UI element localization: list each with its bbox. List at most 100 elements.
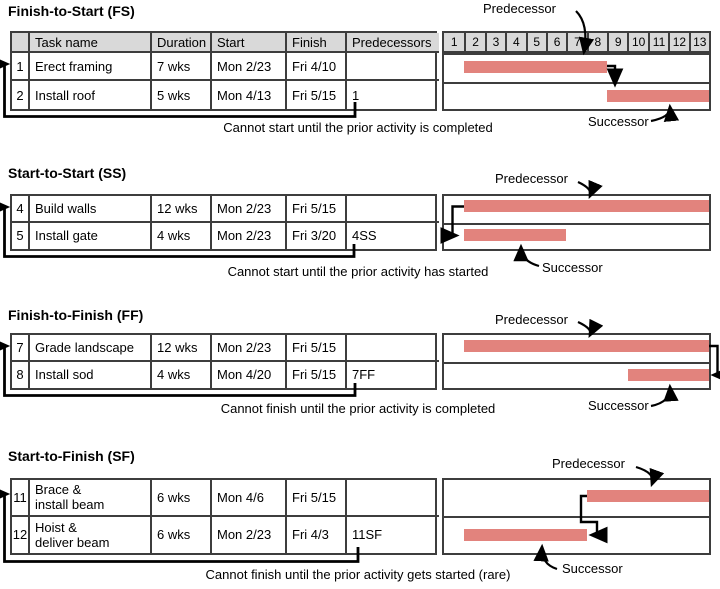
gantt-bar-predecessor [464,200,709,212]
task-finish: Fri 5/15 [287,361,347,388]
gantt-bar-successor [627,369,709,381]
week-number: 6 [545,33,566,51]
task-finish: Fri 4/3 [287,516,347,553]
column-header: Start [212,33,287,53]
row-divider [444,516,709,518]
row-divider [444,82,709,84]
gantt-bar-predecessor [464,61,608,73]
task-predecessors: 1 [352,87,360,103]
task-predecessors [347,53,439,81]
column-header: Predecessors [347,33,439,53]
task-start: Mon 4/6 [212,480,287,517]
week-number: 7 [566,33,586,51]
task-id: 5 [12,222,30,249]
task-start: Mon 4/13 [212,81,287,109]
predecessor-label: Predecessor [495,171,568,186]
task-finish: Fri 4/10 [287,53,347,81]
task-name: Install gate [30,222,152,249]
task-predecessors [347,335,439,362]
task-duration: 4 wks [152,361,212,388]
task-name: Hoist & deliver beam [30,516,152,553]
task-start: Mon 2/23 [212,222,287,249]
task-table-ff: 7 Grade landscape 12 wks Mon 2/23 Fri 5/… [10,333,439,390]
task-id: 8 [12,361,30,388]
predecessor-label: Predecessor [483,1,556,16]
task-finish: Fri 5/15 [287,81,347,109]
gantt-bar-successor [607,90,709,102]
week-number: 2 [464,33,484,51]
row-divider [444,223,709,225]
task-finish: Fri 5/15 [287,480,347,517]
row-divider [444,362,709,364]
week-header: 1 2 3 4 5 6 7 8 9 10 11 12 13 [442,31,711,53]
week-number: 8 [586,33,607,51]
task-start: Mon 4/20 [212,361,287,388]
week-number: 3 [484,33,505,51]
successor-label: Successor [588,114,649,129]
week-number: 4 [505,33,525,51]
task-duration: 12 wks [152,196,212,223]
successor-label: Successor [588,398,649,413]
column-header: Task name [30,33,152,53]
caption-ff: Cannot finish until the prior activity i… [220,401,496,416]
task-duration: 6 wks [152,480,212,517]
week-number: 9 [607,33,627,51]
section-title-fs: Finish-to-Start (FS) [8,3,135,19]
task-table-ss: 4 Build walls 12 wks Mon 2/23 Fri 5/15 5… [10,194,439,251]
task-predecessors [347,196,439,223]
week-number: 10 [627,33,647,51]
section-title-ff: Finish-to-Finish (FF) [8,307,144,323]
task-table-sf: 11 Brace & install beam 6 wks Mon 4/6 Fr… [10,478,439,555]
task-predecessors [347,480,439,517]
column-header: Finish [287,33,347,53]
successor-label: Successor [542,260,603,275]
week-number: 5 [525,33,546,51]
week-number: 1 [450,35,458,49]
task-name: Install sod [30,361,152,388]
caption-ss: Cannot start until the prior activity ha… [227,264,489,279]
task-duration: 7 wks [152,53,212,81]
task-id: 2 [12,81,30,109]
task-name: Grade landscape [30,335,152,362]
task-id: 1 [12,53,30,81]
gantt-bar-successor [464,529,587,541]
predecessor-label: Predecessor [552,456,625,471]
column-header [12,33,30,53]
task-table-fs: Task name Duration Start Finish Predeces… [10,31,439,111]
task-start: Mon 2/23 [212,516,287,553]
task-duration: 6 wks [152,516,212,553]
task-finish: Fri 3/20 [287,222,347,249]
section-title-sf: Start-to-Finish (SF) [8,448,135,464]
task-id: 12 [12,516,30,553]
week-number: 13 [688,33,709,51]
task-name: Brace & install beam [30,480,152,517]
gantt-bar-predecessor [464,340,709,352]
task-name: Build walls [30,196,152,223]
task-id: 4 [12,196,30,223]
task-duration: 12 wks [152,335,212,362]
section-title-ss: Start-to-Start (SS) [8,165,127,181]
task-predecessors: 7FF [352,367,376,383]
predecessor-label: Predecessor [495,312,568,327]
task-name: Erect framing [30,53,152,81]
gantt-bar-predecessor [586,490,709,502]
task-predecessors: 11SF [352,527,383,543]
task-start: Mon 2/23 [212,335,287,362]
task-finish: Fri 5/15 [287,335,347,362]
successor-label: Successor [562,561,623,576]
task-duration: 5 wks [152,81,212,109]
week-number: 12 [668,33,688,51]
task-id: 7 [12,335,30,362]
week-number: 11 [647,33,668,51]
task-id: 11 [12,480,30,517]
task-finish: Fri 5/15 [287,196,347,223]
gantt-bar-successor [464,229,567,241]
task-predecessors: 4SS [352,228,377,244]
caption-fs: Cannot start until the prior activity is… [223,120,493,135]
task-start: Mon 2/23 [212,196,287,223]
column-header: Duration [152,33,212,53]
task-duration: 4 wks [152,222,212,249]
task-start: Mon 2/23 [212,53,287,81]
task-name: Install roof [30,81,152,109]
